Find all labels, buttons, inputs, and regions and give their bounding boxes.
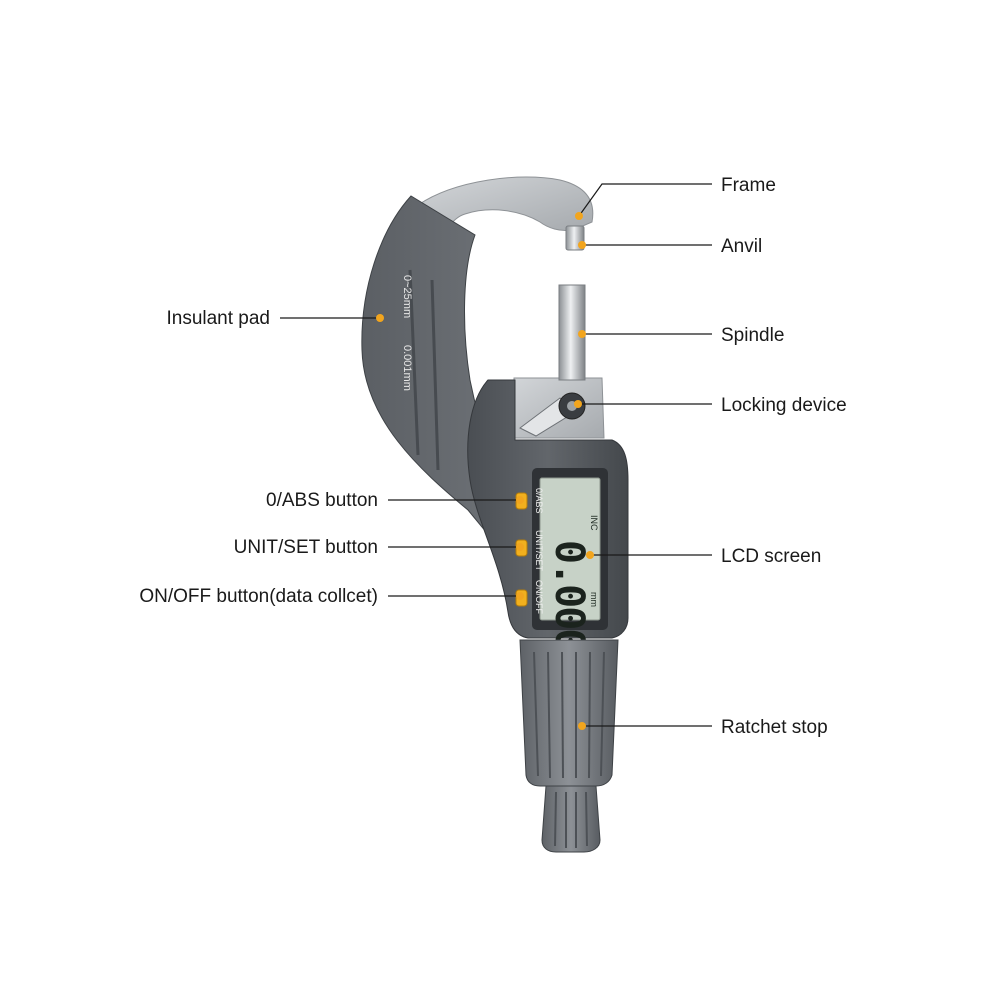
frame-dot <box>575 212 583 220</box>
range-marking: 0~25mm <box>401 275 413 318</box>
zero-abs-button-label: 0/ABS <box>534 488 544 514</box>
unit-set-button-label: UNIT/SET <box>534 530 544 572</box>
spindle-label: Spindle <box>721 325 784 346</box>
anvil-label: Anvil <box>721 236 762 257</box>
anvil-dot <box>578 241 586 249</box>
on-off-button-callout: ON/OFF button(data collcet) <box>139 586 378 607</box>
zero-abs-button-dot <box>516 496 524 504</box>
lcd-screen-label: LCD screen <box>721 546 821 567</box>
ratchet-stop[interactable] <box>541 785 601 853</box>
resolution-marking: 0.001mm <box>401 345 413 391</box>
lcd-unit: mm <box>589 592 599 607</box>
frame-leader <box>578 183 712 217</box>
unit-set-button-callout: UNIT/SET button <box>234 537 378 558</box>
lcd-screen <box>539 477 601 621</box>
zero-abs-button-callout: 0/ABS button <box>266 490 378 511</box>
on-off-button-label: ON/OFF <box>534 580 544 614</box>
ratchet-knurling <box>554 791 588 848</box>
locking-device-dot <box>574 400 582 408</box>
insulant-pad-label: Insulant pad <box>166 308 270 329</box>
unit-set-button-dot <box>516 543 524 551</box>
spindle-dot <box>578 330 586 338</box>
thimble-knurling <box>533 651 605 779</box>
insulant-pad-dot <box>376 314 384 322</box>
lcd-mode: INC <box>589 515 599 531</box>
locking-device-label: Locking device <box>721 395 847 416</box>
lcd-reading: 0.000 <box>546 540 592 650</box>
ratchet-stop-label: Ratchet stop <box>721 717 828 738</box>
pad-groove-2 <box>430 279 440 471</box>
pad-groove-1 <box>408 269 420 456</box>
lcd-screen-dot <box>586 551 594 559</box>
ratchet-stop-dot <box>578 722 586 730</box>
frame-label: Frame <box>721 175 776 196</box>
on-off-button-dot <box>516 592 524 600</box>
